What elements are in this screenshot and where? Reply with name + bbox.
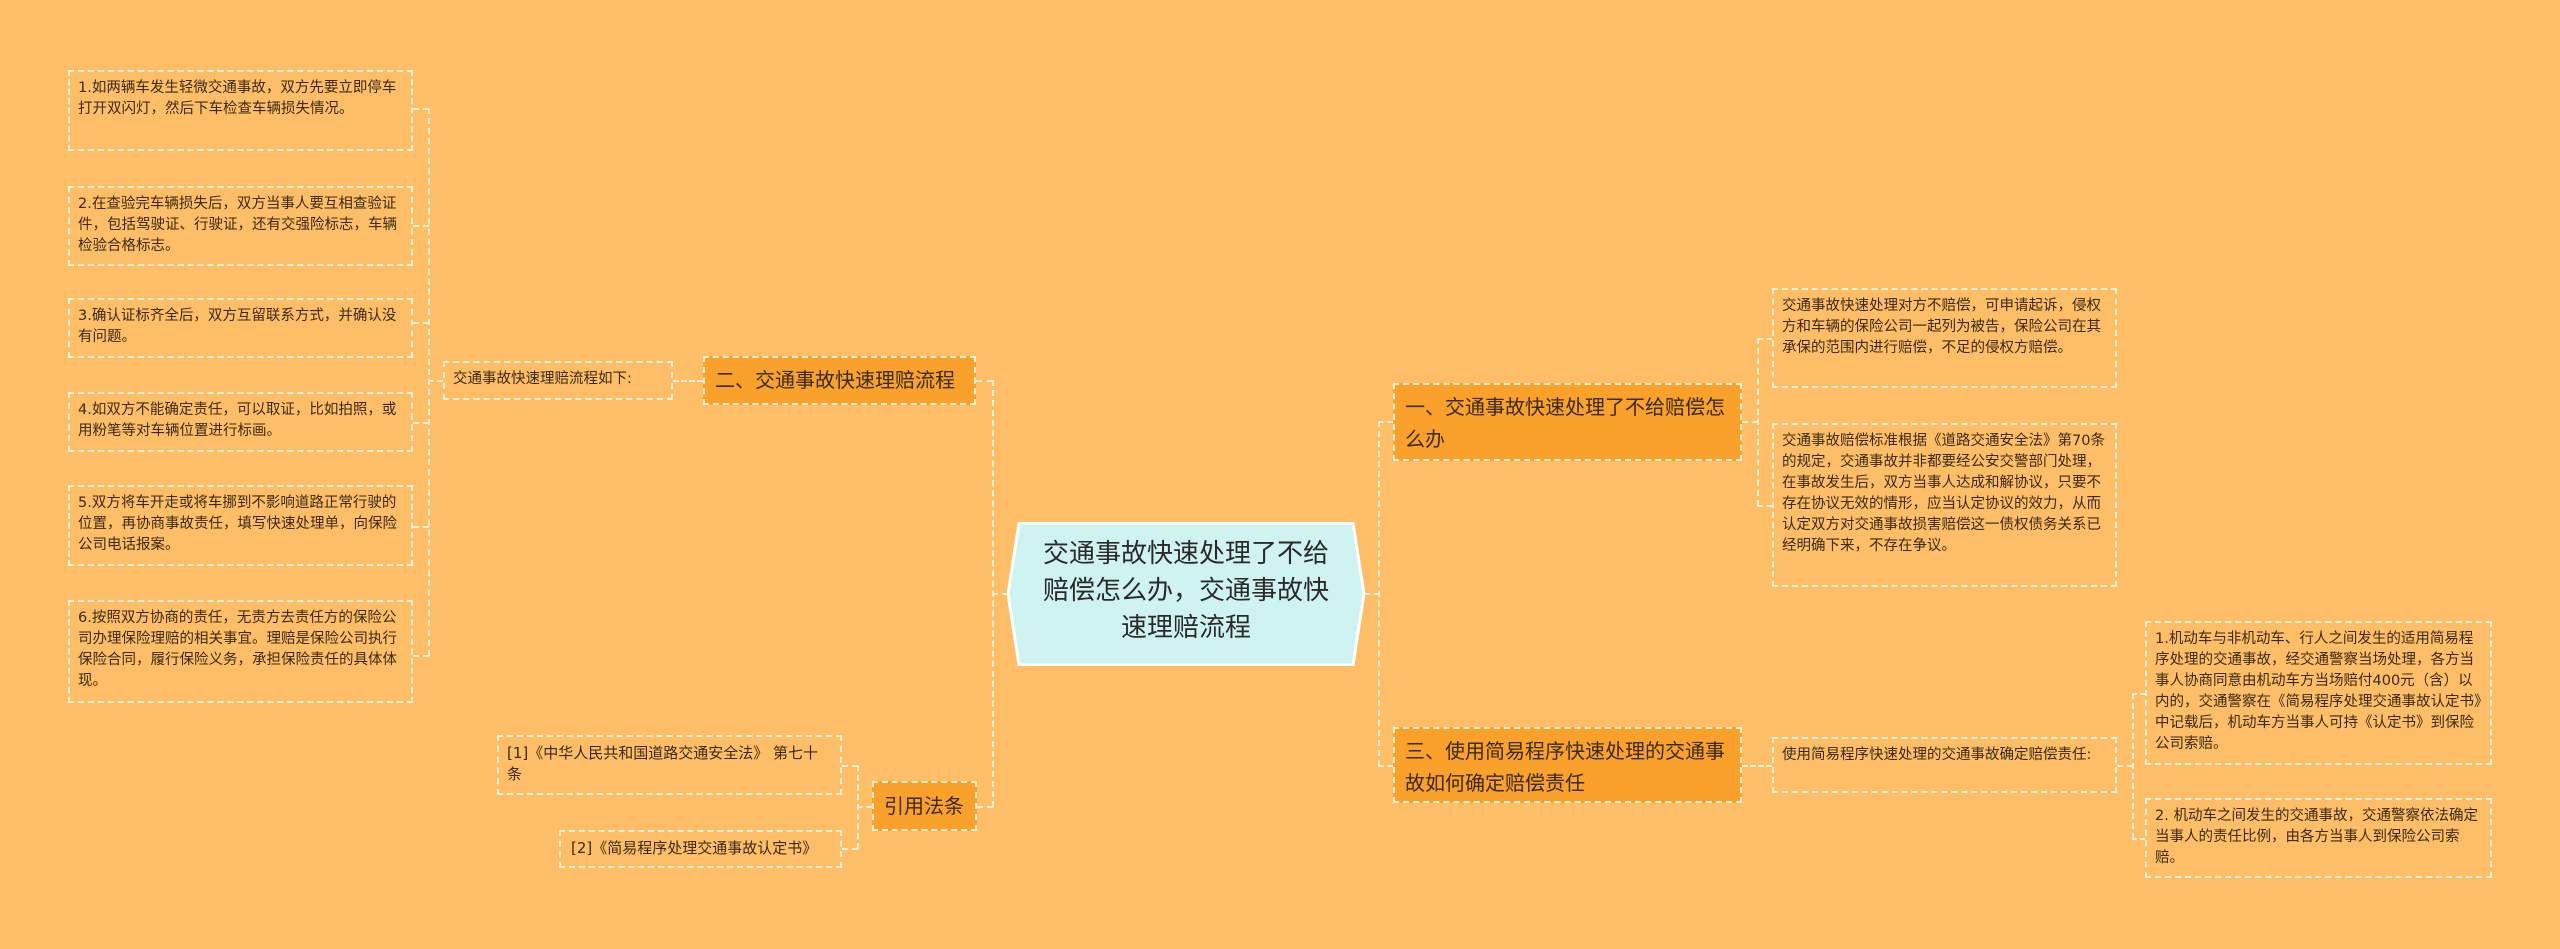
connector [1742, 765, 1772, 767]
step-6[interactable]: 6.按照双方协商的责任，无责方去责任方的保险公司办理保险理赔的相关事宜。理赔是保… [68, 600, 413, 703]
connector [413, 526, 429, 528]
branch3-item-1[interactable]: 1.机动车与非机动车、行人之间发生的适用简易程序处理的交通事故，经交通警察当场处… [2145, 621, 2492, 765]
connector [1365, 593, 1379, 595]
sublabel-text: 交通事故快速理赔流程如下: [453, 371, 632, 387]
branch-label: 一、交通事故快速处理了不给赔偿怎么办 [1405, 395, 1725, 451]
sublabel-process-intro[interactable]: 交通事故快速理赔流程如下: [443, 361, 673, 400]
item-text: 交通事故赔偿标准根据《道路交通安全法》第70条的规定，交通事故并非都要经公安交警… [1782, 433, 2105, 554]
branch-citations[interactable]: 引用法条 [872, 781, 977, 831]
branch1-item-1[interactable]: 交通事故快速处理对方不赔偿，可申请起诉，侵权方和车辆的保险公司一起列为被告，保险… [1772, 288, 2117, 388]
connector [2132, 693, 2134, 839]
connector [2117, 765, 2133, 767]
connector [857, 806, 872, 808]
connector [1757, 505, 1772, 507]
item-text: 2. 机动车之间发生的交通事故，交通警察依法确定当事人的责任比例，由各方当事人到… [2155, 808, 2478, 866]
connector [1757, 338, 1772, 340]
central-topic[interactable]: 交通事故快速处理了不给赔偿怎么办，交通事故快速理赔流程 [1007, 522, 1365, 666]
connector [1378, 421, 1393, 423]
step-4[interactable]: 4.如双方不能确定责任，可以取证，比如拍照，或用粉笔等对车辆位置进行标画。 [68, 392, 413, 452]
step-3[interactable]: 3.确认证标齐全后，双方互留联系方式，并确认没有问题。 [68, 298, 413, 358]
step-text: 5.双方将车开走或将车挪到不影响道路正常行驶的位置，再协商事故责任，填写快速处理… [78, 495, 397, 553]
connector [428, 108, 430, 656]
connector [977, 806, 993, 808]
connector [413, 655, 429, 657]
branch-label: 引用法条 [884, 794, 964, 818]
hexagon-shape [1007, 522, 1365, 666]
connector [413, 108, 429, 110]
connector [1378, 421, 1380, 766]
step-text: 6.按照双方协商的责任，无责方去责任方的保险公司办理保险理赔的相关事宜。理赔是保… [78, 610, 397, 689]
connector [1378, 765, 1393, 767]
connector [673, 380, 703, 382]
citation-text: [1]《中华人民共和国道路交通安全法》 第七十条 [507, 744, 819, 783]
branch-label: 三、使用简易程序快速处理的交通事故如何确定赔偿责任 [1405, 739, 1725, 795]
step-text: 4.如双方不能确定责任，可以取证，比如拍照，或用粉笔等对车辆位置进行标画。 [78, 402, 397, 439]
connector [428, 380, 443, 382]
item-text: 交通事故快速处理对方不赔偿，可申请起诉，侵权方和车辆的保险公司一起列为被告，保险… [1782, 298, 2101, 356]
connector [842, 765, 858, 767]
citation-text: [2]《简易程序处理交通事故认定书》 [571, 839, 818, 857]
branch1-item-2[interactable]: 交通事故赔偿标准根据《道路交通安全法》第70条的规定，交通事故并非都要经公安交警… [1772, 423, 2117, 587]
step-5[interactable]: 5.双方将车开走或将车挪到不影响道路正常行驶的位置，再协商事故责任，填写快速处理… [68, 485, 413, 566]
connector [2132, 693, 2145, 695]
step-2[interactable]: 2.在查验完车辆损失后，双方当事人要互相查验证件，包括驾驶证、行驶证，还有交强险… [68, 186, 413, 266]
connector [1757, 338, 1759, 506]
step-text: 3.确认证标齐全后，双方互留联系方式，并确认没有问题。 [78, 308, 397, 345]
central-topic-title: 交通事故快速处理了不给赔偿怎么办，交通事故快速理赔流程 [1042, 539, 1329, 643]
connector [842, 848, 858, 850]
citation-1[interactable]: [1]《中华人民共和国道路交通安全法》 第七十条 [497, 735, 842, 795]
connector [976, 380, 993, 382]
step-text: 2.在查验完车辆损失后，双方当事人要互相查验证件，包括驾驶证、行驶证，还有交强险… [78, 196, 397, 254]
connector [413, 225, 429, 227]
connector [2132, 838, 2145, 840]
step-text: 1.如两辆车发生轻微交通事故，双方先要立即停车打开双闪灯，然后下车检查车辆损失情… [78, 80, 397, 117]
branch3-item-2[interactable]: 2. 机动车之间发生的交通事故，交通警察依法确定当事人的责任比例，由各方当事人到… [2145, 798, 2492, 878]
sublabel-text: 使用简易程序快速处理的交通事故确定赔偿责任: [1782, 747, 2092, 763]
connector [413, 322, 429, 324]
sublabel-simple-procedure[interactable]: 使用简易程序快速处理的交通事故确定赔偿责任: [1772, 737, 2117, 793]
citation-2[interactable]: [2]《简易程序处理交通事故认定书》 [559, 830, 842, 868]
connector [1742, 421, 1758, 423]
step-1[interactable]: 1.如两辆车发生轻微交通事故，双方先要立即停车打开双闪灯，然后下车检查车辆损失情… [68, 70, 413, 151]
connector [413, 422, 429, 424]
branch-no-compensation[interactable]: 一、交通事故快速处理了不给赔偿怎么办 [1393, 383, 1742, 461]
item-text: 1.机动车与非机动车、行人之间发生的适用简易程序处理的交通事故，经交通警察当场处… [2155, 631, 2482, 752]
branch-quick-claim-process[interactable]: 二、交通事故快速理赔流程 [703, 356, 976, 405]
branch-simple-procedure[interactable]: 三、使用简易程序快速处理的交通事故如何确定赔偿责任 [1393, 727, 1742, 803]
branch-label: 二、交通事故快速理赔流程 [715, 368, 955, 392]
connector [992, 593, 1008, 595]
